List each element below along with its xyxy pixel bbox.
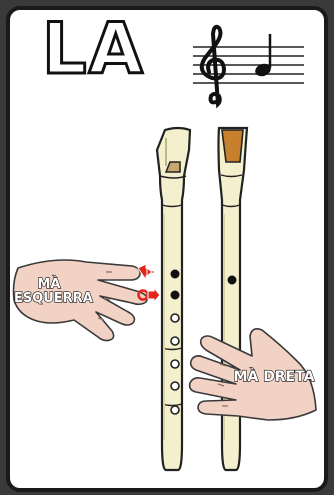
hole-open-7: [170, 405, 180, 415]
right-hand: [188, 328, 317, 421]
left-hand: [12, 259, 148, 342]
note-title: LA: [41, 8, 145, 90]
flute-back-view: [217, 126, 249, 472]
hole-closed-2: [170, 290, 180, 300]
quarter-note-icon: [255, 34, 272, 77]
flute-front-view: [155, 126, 192, 472]
treble-clef-icon: [199, 24, 227, 109]
right-hand-label: MÀ DRETA: [233, 369, 315, 385]
hole-open-3: [170, 313, 180, 323]
thumb-hole-closed: [227, 275, 237, 285]
hole-open-5: [170, 359, 180, 369]
music-staff: [193, 46, 304, 84]
hole-open-6: [170, 381, 180, 391]
arrow-icon: [137, 263, 161, 304]
hole-open-4: [170, 336, 180, 346]
left-hand-label: MÀ ESQUERRA: [13, 277, 93, 306]
hole-closed-1: [170, 269, 180, 279]
